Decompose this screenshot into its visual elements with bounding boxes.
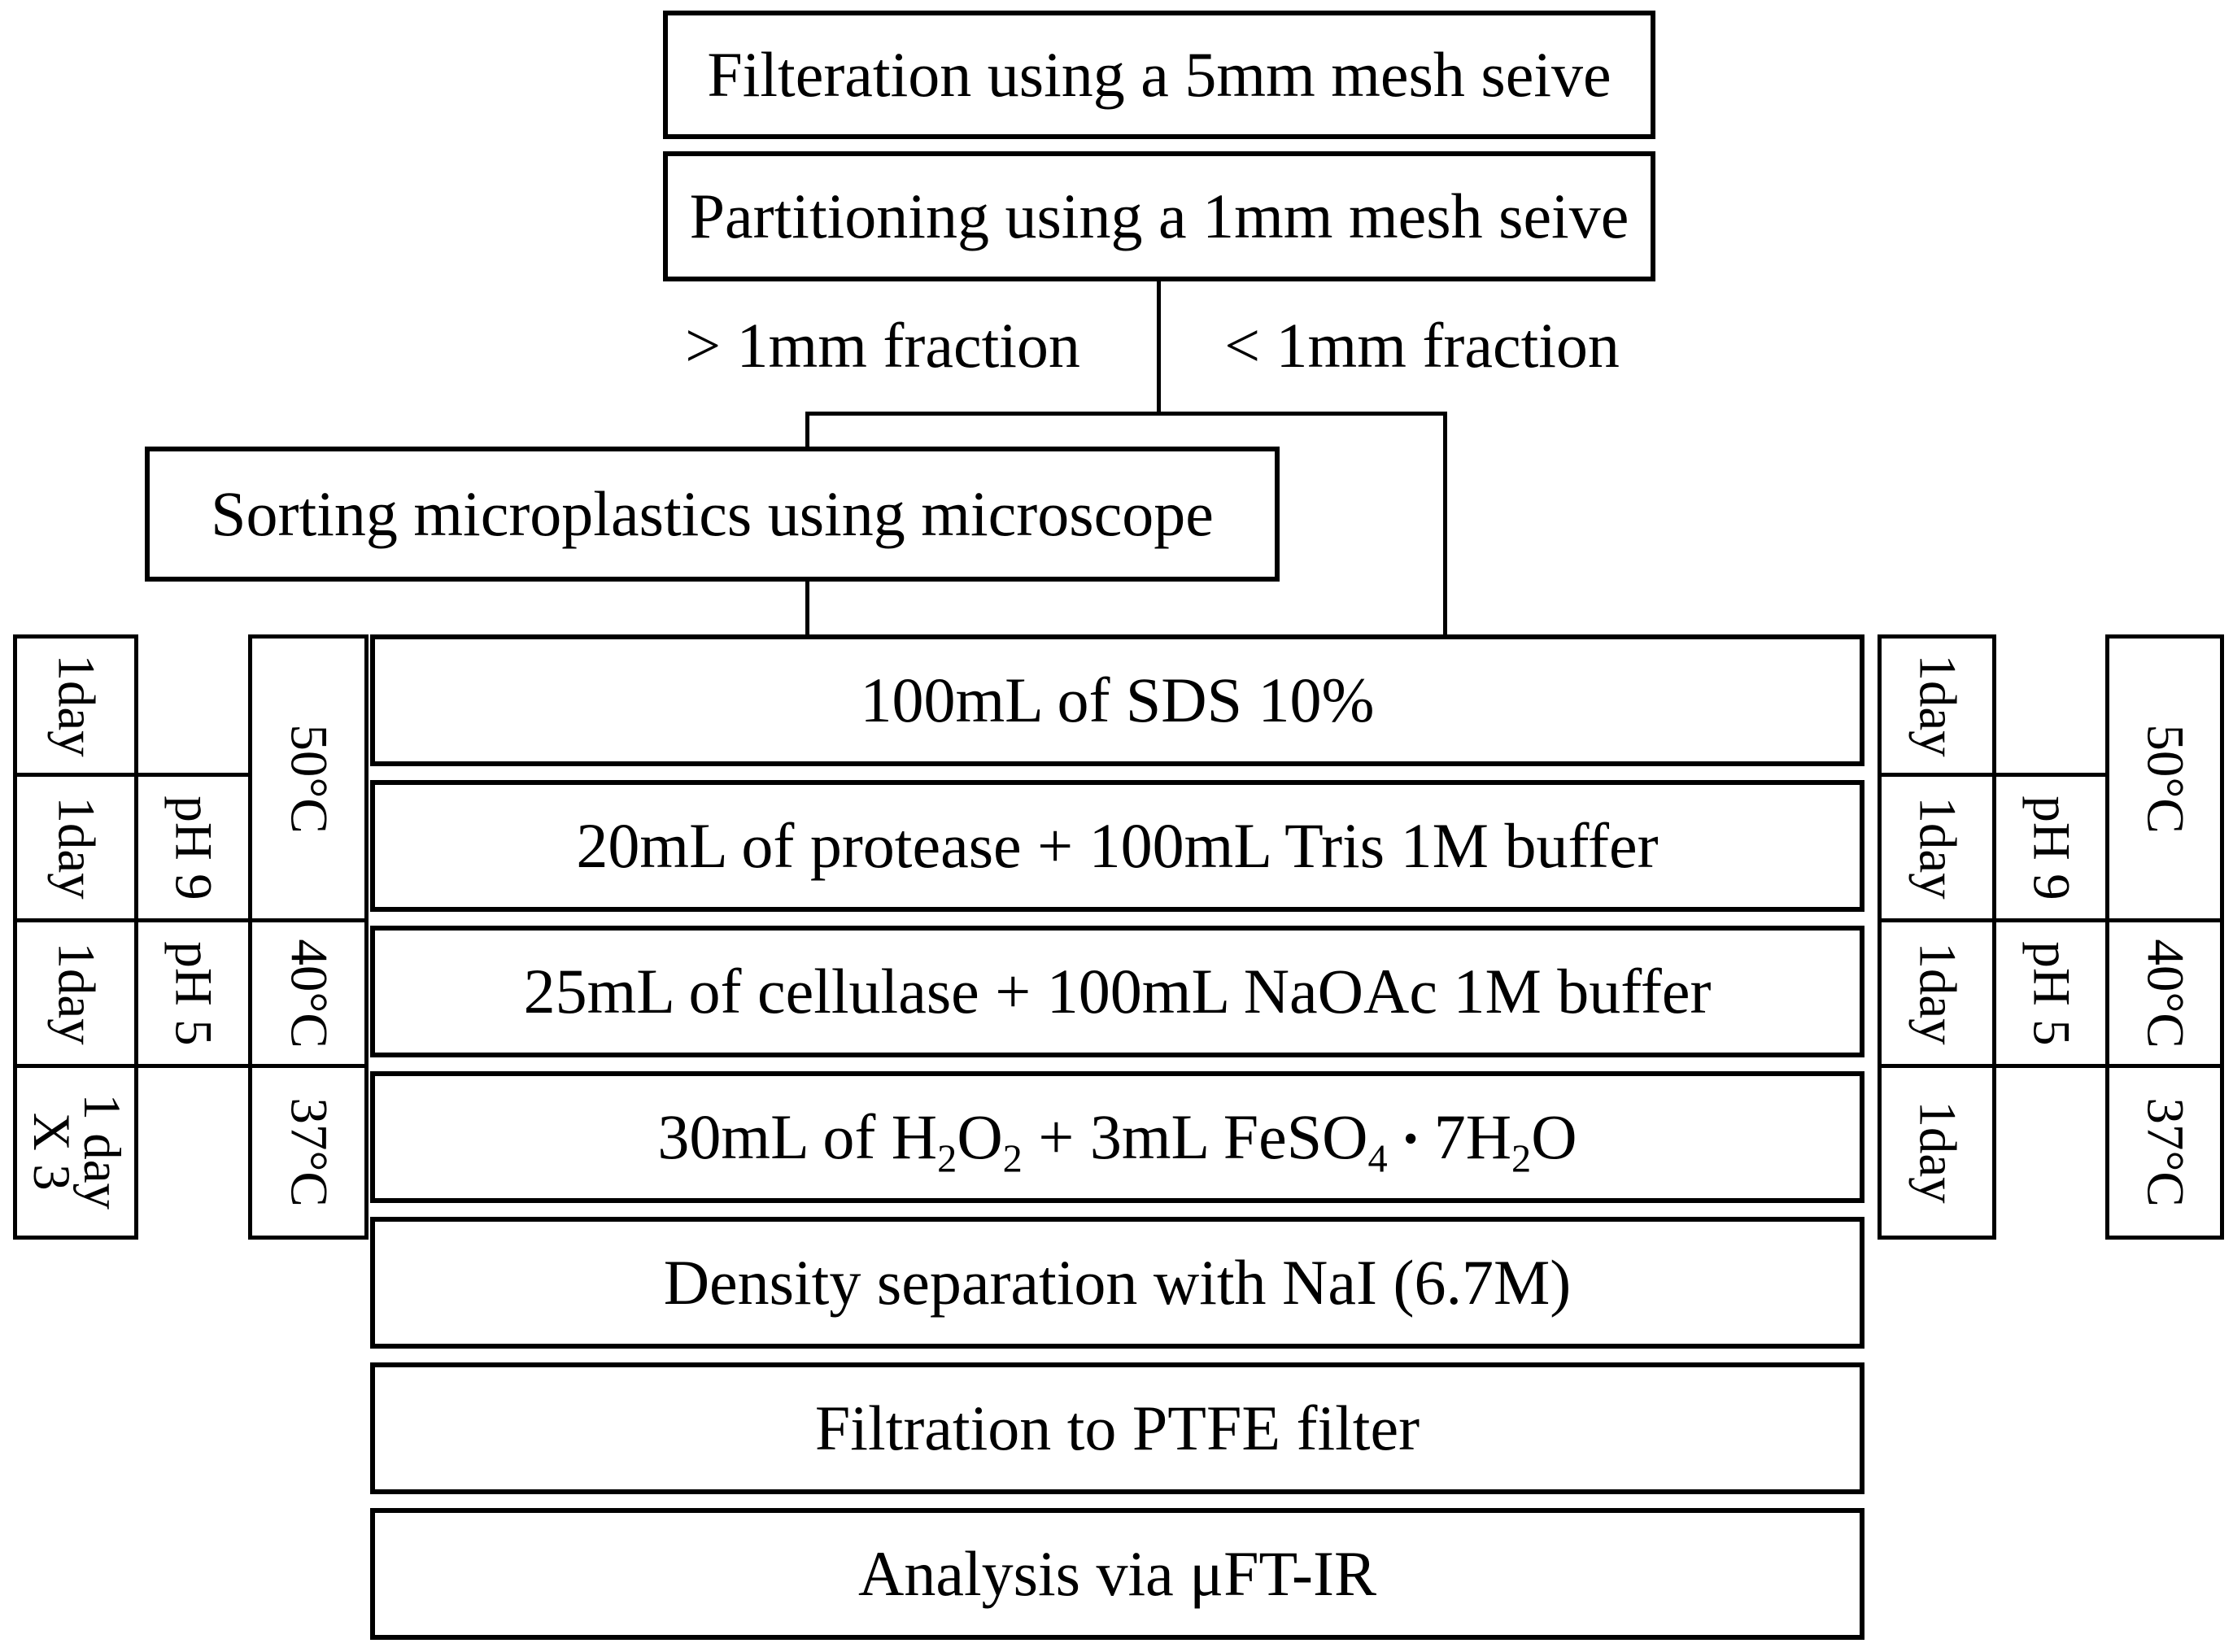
- left-duration-cell-1: 1day: [13, 634, 138, 777]
- branch-label-gt-1mm: > 1mm fraction: [685, 309, 1080, 381]
- right-duration-cell-4: 1day: [1878, 1064, 1996, 1240]
- right-duration-cell-3: 1day: [1878, 918, 1996, 1068]
- flow-box-sorting-microscope: Sorting microplastics using microscope: [145, 447, 1280, 582]
- flow-box-filtration-5mm: Filteration using a 5mm mesh seive: [663, 11, 1655, 139]
- right-temp-cell-37c: 37°C: [2105, 1064, 2224, 1240]
- left-ph-cell-9: pH 9: [134, 773, 252, 922]
- left-duration-cell-2: 1day: [13, 773, 138, 922]
- right-duration-cell-1: 1day: [1878, 634, 1996, 777]
- right-temp-cell-50c: 50°C: [2105, 634, 2224, 922]
- connector-right-branch-vertical: [1443, 412, 1447, 639]
- flow-box-cellulase: 25mL of cellulase + 100mL NaOAc 1M buffe…: [370, 926, 1864, 1057]
- flow-box-density-separation: Density separation with NaI (6.7M): [370, 1217, 1864, 1349]
- flow-box-ftir-analysis: Analysis via μFT-IR: [370, 1508, 1864, 1640]
- flow-box-filtration-5mm-label: Filteration using a 5mm mesh seive: [707, 39, 1612, 111]
- right-temp-cell-40c: 40°C: [2105, 918, 2224, 1068]
- right-ph-spacer-bottom: [1995, 1066, 2108, 1238]
- connector-horizontal-bar: [805, 412, 1447, 416]
- connector-left-branch-vertical: [805, 412, 809, 451]
- left-temp-cell-40c: 40°C: [248, 918, 369, 1068]
- flow-box-ptfe-filtration: Filtration to PTFE filter: [370, 1362, 1864, 1494]
- flow-box-partitioning-1mm-label: Partitioning using a 1mm mesh seive: [689, 181, 1629, 252]
- left-ph-spacer-bottom: [137, 1066, 251, 1238]
- flow-box-sds: 100mL of SDS 10%: [370, 634, 1864, 766]
- right-conditions-panel: 1day 50°C 1day pH 9 1day pH 5 40°C 1day …: [1878, 634, 2224, 1240]
- right-ph-cell-9: pH 9: [1992, 773, 2109, 922]
- connector-sorting-to-stack: [805, 578, 809, 639]
- connector-center-vertical: [1157, 281, 1161, 416]
- left-temp-cell-37c: 37°C: [248, 1064, 369, 1240]
- left-temp-cell-50c: 50°C: [248, 634, 369, 922]
- left-ph-spacer-top: [137, 637, 251, 775]
- left-ph-cell-5: pH 5: [134, 918, 252, 1068]
- flow-box-peroxide-fenton: 30mL of H2O2 + 3mL FeSO4 • 7H2O: [370, 1071, 1864, 1203]
- left-duration-cell-3: 1day: [13, 918, 138, 1068]
- branch-label-lt-1mm: < 1mm fraction: [1224, 309, 1620, 381]
- right-ph-cell-5: pH 5: [1992, 918, 2109, 1068]
- flow-box-partitioning-1mm: Partitioning using a 1mm mesh seive: [663, 151, 1655, 281]
- right-duration-cell-2: 1day: [1878, 773, 1996, 922]
- flow-box-protease: 20mL of protease + 100mL Tris 1M buffer: [370, 780, 1864, 912]
- left-conditions-panel: 1day 50°C 1day pH 9 1day pH 5 40°C 1 day…: [13, 634, 369, 1240]
- flow-box-sorting-microscope-label: Sorting microplastics using microscope: [211, 478, 1214, 550]
- right-ph-spacer-top: [1995, 637, 2108, 775]
